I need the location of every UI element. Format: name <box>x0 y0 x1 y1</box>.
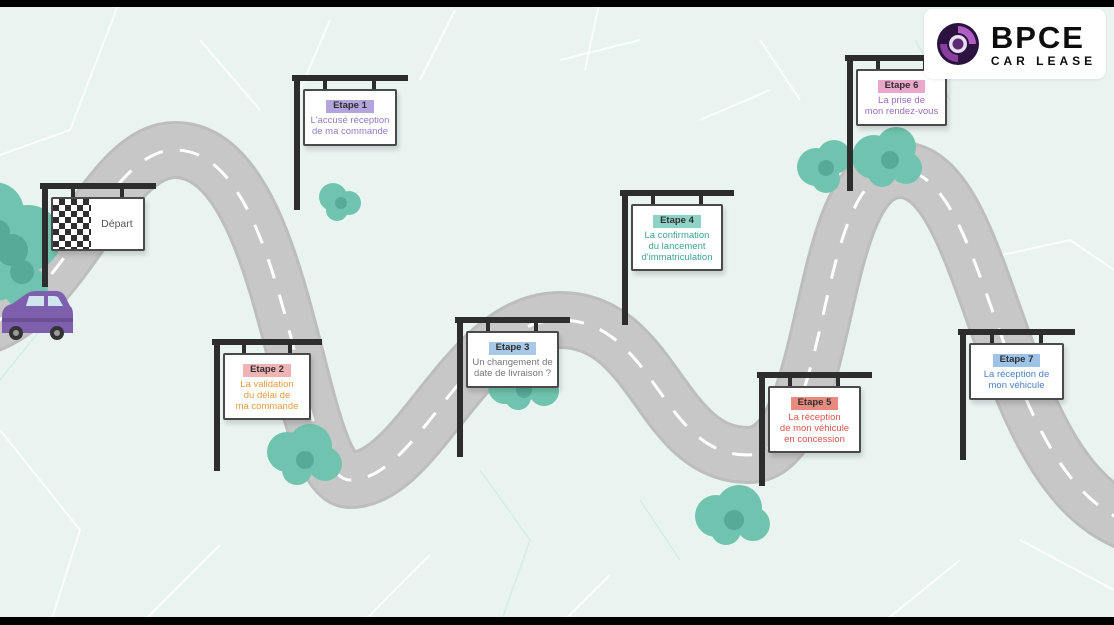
sign-bar <box>455 317 570 323</box>
sign-hanger <box>372 81 377 90</box>
sign-bar <box>292 75 408 81</box>
sign-hanger <box>323 81 328 90</box>
sign-hanger <box>534 323 539 332</box>
sign-bar <box>620 190 734 196</box>
sign-hanger <box>836 378 841 387</box>
sign-hanger <box>120 189 125 198</box>
sign-post <box>622 194 628 325</box>
sign-post <box>759 376 765 486</box>
checkered-flag-pattern <box>53 199 91 249</box>
step-text: La réception de mon véhicule en concessi… <box>779 412 850 446</box>
logo-bpce-car-lease: BPCE CAR LEASE <box>924 9 1106 79</box>
depart-label: Départ <box>101 218 133 230</box>
sign-hanger <box>875 61 880 70</box>
logo-text: BPCE CAR LEASE <box>991 22 1096 67</box>
step-label: Etape 2 <box>243 364 291 377</box>
sign-hanger <box>287 345 292 354</box>
sign-hanger <box>989 335 994 344</box>
step-label: Etape 3 <box>488 342 537 355</box>
sign-board: Etape 1 L'accusé réception de ma command… <box>303 89 397 146</box>
sign-post <box>42 187 48 287</box>
step-text: L'accusé réception de ma commande <box>310 115 390 138</box>
sign-board: Etape 3 Un changement de date de livrais… <box>466 331 559 388</box>
logo-subtitle-text: CAR LEASE <box>990 53 1097 68</box>
step-label: Etape 6 <box>877 80 926 93</box>
sign-post <box>960 333 966 460</box>
sign-board: Etape 7 La réception de mon véhicule <box>969 343 1064 400</box>
step-label: Etape 1 <box>326 100 374 113</box>
car <box>2 291 73 340</box>
sign-hanger <box>788 378 793 387</box>
step-label: Etape 5 <box>790 397 839 410</box>
bpce-logo-icon <box>936 23 979 65</box>
tree-trough-left <box>267 424 342 485</box>
sign-hanger <box>698 196 703 205</box>
logo-brand-text: BPCE <box>990 19 1085 55</box>
tree-bottom <box>695 485 770 545</box>
sign-board: Etape 4 La confirmation du lancement d'i… <box>631 204 723 271</box>
sign-bar <box>845 55 958 61</box>
sign-hanger <box>1038 335 1043 344</box>
sign-post <box>457 321 463 457</box>
step-text: La réception de mon véhicule <box>983 369 1050 392</box>
letterbox-top <box>0 0 1114 7</box>
step-label: Etape 7 <box>992 354 1041 367</box>
sign-board-depart: Départ <box>51 197 145 251</box>
tree-top-right-a <box>797 140 851 193</box>
sign-board: Etape 5 La réception de mon véhicule en … <box>768 386 861 453</box>
sign-hanger <box>486 323 491 332</box>
sign-post <box>294 79 300 210</box>
sign-post <box>214 343 220 471</box>
sign-post <box>847 59 853 191</box>
tree-small-top <box>319 183 361 221</box>
step-label: Etape 4 <box>653 215 701 228</box>
letterbox-bottom <box>0 617 1114 625</box>
sign-bar <box>958 329 1075 335</box>
sign-bar <box>40 183 156 189</box>
sign-board: Etape 2 La validation du délai de ma com… <box>223 353 311 420</box>
sign-hanger <box>650 196 655 205</box>
step-text: Un changement de date de livraison ? <box>472 357 553 380</box>
sign-hanger <box>71 189 76 198</box>
sign-bar <box>757 372 872 378</box>
step-text: La validation du délai de ma commande <box>235 379 299 413</box>
sign-bar <box>212 339 322 345</box>
step-text: La confirmation du lancement d'immatricu… <box>641 230 713 264</box>
tree-top-right-b <box>852 127 922 187</box>
sign-hanger <box>241 345 246 354</box>
step-text: La prise de mon rendez-vous <box>864 95 939 118</box>
